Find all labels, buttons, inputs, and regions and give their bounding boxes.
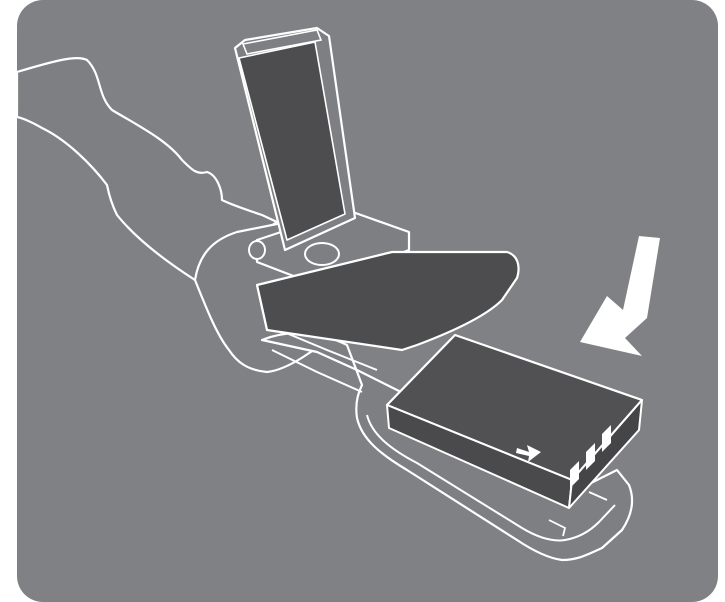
open-lid-top-edge bbox=[241, 29, 323, 55]
front-flap-edge bbox=[256, 284, 268, 331]
compartment-slot-2 bbox=[588, 491, 608, 501]
compartment-slot-1 bbox=[548, 519, 567, 537]
battery-insertion-illustration bbox=[17, 0, 718, 602]
battery-contact-2 bbox=[586, 443, 595, 470]
front-flap bbox=[255, 250, 520, 352]
illustration-frame bbox=[17, 0, 718, 602]
arrow-down-left-icon bbox=[580, 236, 660, 356]
arrow-right-icon bbox=[516, 445, 541, 462]
hinge-pin bbox=[248, 240, 266, 260]
battery-side bbox=[568, 399, 643, 509]
compartment-rail-2 bbox=[278, 329, 378, 371]
compartment-inner-edge bbox=[366, 414, 616, 542]
open-lid-panel bbox=[238, 41, 346, 241]
release-button bbox=[304, 242, 340, 266]
battery-contact-1 bbox=[570, 461, 579, 488]
device-handle bbox=[17, 57, 279, 282]
compartment-rail bbox=[271, 349, 363, 393]
battery bbox=[385, 333, 644, 509]
battery-contact-3 bbox=[602, 425, 611, 452]
